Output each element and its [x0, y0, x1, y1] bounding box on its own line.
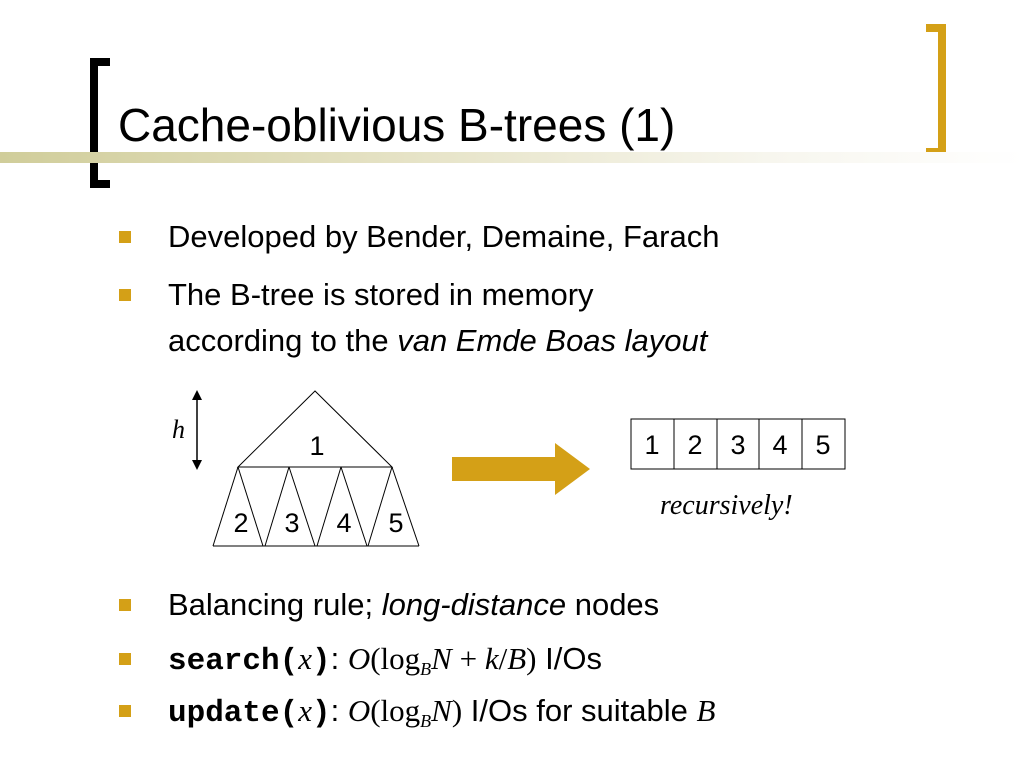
update-sep: :	[330, 693, 348, 728]
search-slash: /	[498, 641, 508, 676]
bullet-emph-long-distance: long-distance	[381, 587, 567, 622]
bullet-prefix: Balancing rule;	[168, 587, 382, 622]
update-code: update(	[168, 696, 299, 731]
recursively-caption: recursively!	[660, 490, 793, 521]
array-cell-2: 2	[687, 430, 702, 460]
subtree-triangles	[212, 466, 420, 547]
update-tail: I/Os for suitable	[462, 693, 697, 728]
search-plus: +	[451, 641, 485, 676]
array-cell-5: 5	[815, 430, 830, 460]
update-b: B	[696, 693, 716, 728]
array-cell-4: 4	[772, 430, 787, 460]
update-log: (log	[370, 693, 421, 728]
update-n: N	[431, 693, 452, 728]
top-node-label: 1	[309, 431, 324, 461]
search-arg: x	[298, 641, 312, 676]
bullet-search-complexity: search(x): O(logBN + k/B) I/Os	[119, 636, 602, 692]
subtree-label-3: 3	[284, 508, 299, 538]
subtree-label-2: 2	[233, 508, 248, 538]
bullet-square-icon	[119, 705, 131, 717]
update-log-base: B	[420, 711, 432, 731]
height-label: h	[172, 415, 185, 444]
search-n: N	[431, 641, 452, 676]
bullet-emph-veb-layout: van Emde Boas layout	[397, 323, 708, 358]
bullet-text-line2-prefix: according to the	[168, 323, 398, 358]
update-arg: x	[298, 693, 312, 728]
search-close: )	[526, 641, 537, 676]
array-cell-3: 3	[730, 430, 745, 460]
bullet-btree-stored: The B-tree is stored in memory according…	[119, 272, 708, 364]
search-sep: :	[330, 641, 348, 676]
slide-title: Cache-oblivious B-trees (1)	[118, 99, 676, 151]
search-big-o: O	[347, 641, 371, 676]
subtree-label-4: 4	[336, 508, 351, 538]
right-arrow-icon	[452, 443, 590, 495]
bullet-balancing-rule: Balancing rule; long-distance nodes	[119, 582, 660, 628]
array-cell-1: 1	[644, 430, 659, 460]
left-bracket-icon	[90, 58, 110, 188]
search-tail: I/Os	[536, 641, 602, 676]
update-big-o: O	[347, 693, 371, 728]
bullet-suffix: nodes	[566, 587, 660, 622]
title-underline-bar	[0, 152, 1024, 163]
bullet-square-icon	[119, 653, 131, 665]
bullet-square-icon	[119, 289, 131, 301]
subtree-label-5: 5	[388, 508, 403, 538]
top-triangle	[236, 390, 394, 468]
bullet-square-icon	[119, 231, 131, 243]
bullet-developed-by: Developed by Bender, Demaine, Farach	[119, 214, 720, 260]
bullet-update-complexity: update(x): O(logBN) I/Os for suitable B	[119, 688, 716, 744]
search-code-close: )	[312, 644, 331, 679]
bullet-square-icon	[119, 599, 131, 611]
search-b: B	[507, 641, 527, 676]
search-log-base: B	[420, 659, 432, 679]
update-code-close: )	[312, 696, 331, 731]
search-k: k	[484, 641, 499, 676]
bullet-text-line1: The B-tree is stored in memory	[168, 277, 594, 312]
height-arrow-icon	[192, 390, 202, 470]
search-log: (log	[370, 641, 421, 676]
bullet-text: Developed by Bender, Demaine, Farach	[168, 219, 720, 254]
memory-array	[630, 418, 846, 470]
search-code: search(	[168, 644, 299, 679]
update-close: )	[451, 693, 463, 728]
